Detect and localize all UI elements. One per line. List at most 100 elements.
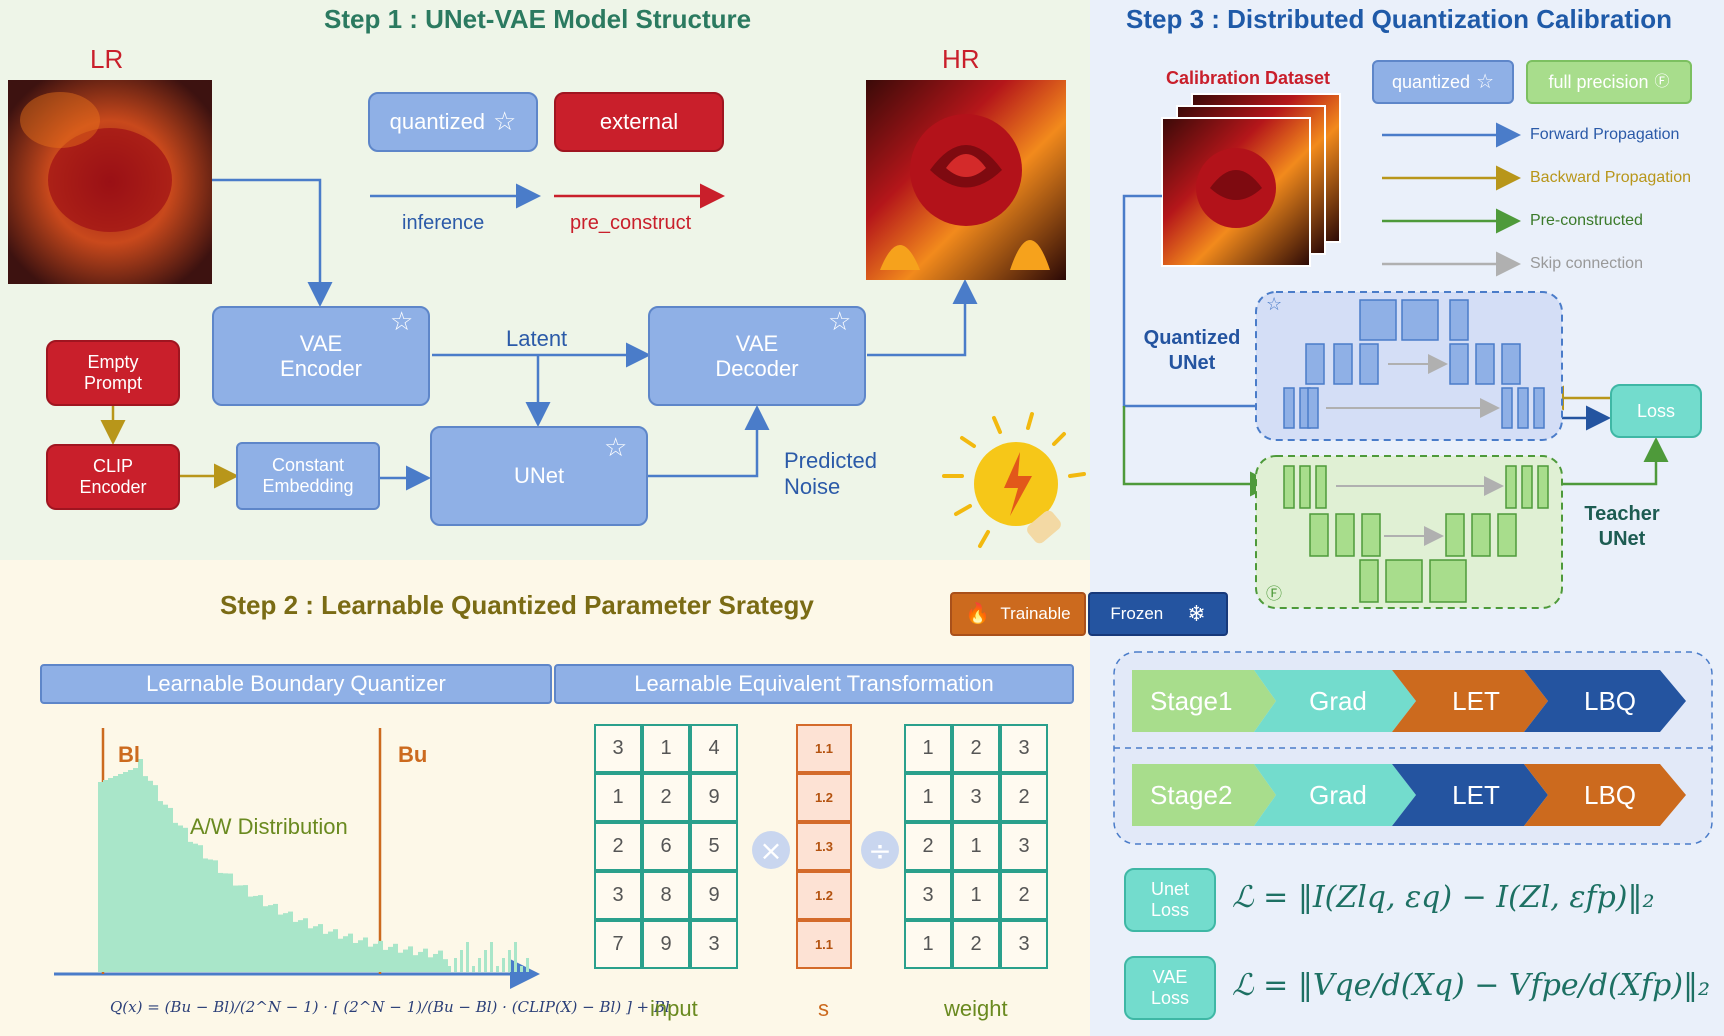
weight-matrix-cell: 1: [904, 920, 952, 969]
predicted-noise-label: Predicted Noise: [784, 448, 877, 500]
histogram-bar: [113, 776, 118, 972]
histogram-bar: [343, 936, 348, 972]
unet-loss-formula: ℒ = ‖I(Zlq, εq) − I(Zl, εfp)‖₂: [1232, 880, 1655, 915]
histogram-bar: [273, 903, 278, 972]
input-matrix-cell: 9: [690, 871, 738, 920]
quantizer-formula: Q(x) = (Bu − Bl)/(2^N − 1) · [ (2^N − 1)…: [110, 998, 670, 1016]
histogram-bar: [413, 955, 418, 972]
histogram-bar: [178, 825, 183, 972]
histogram-bar: [118, 774, 123, 972]
stage1-grad: Grad: [1309, 685, 1367, 716]
scale-vector-cell: 1.1: [796, 920, 852, 969]
histogram-bar: [368, 946, 373, 972]
histogram-bar: [308, 928, 313, 972]
latent-label: Latent: [506, 326, 568, 351]
histogram-bar: [248, 896, 253, 972]
vae-decoder-box: VAE Decoder: [648, 306, 866, 406]
scale-vector-cell: 1.2: [796, 773, 852, 822]
star-icon: ☆: [604, 432, 628, 462]
star-icon: ☆: [828, 306, 852, 336]
histogram-bar: [373, 943, 378, 972]
legend-skip: Skip connection: [1530, 255, 1643, 272]
input-matrix-cell: 4: [690, 724, 738, 773]
histogram-bar: [348, 933, 353, 972]
histogram-bar: [268, 905, 273, 972]
lbq-header: Learnable Boundary Quantizer: [40, 664, 552, 704]
lr-label: LR: [90, 44, 124, 74]
star-icon: ☆: [1266, 294, 1283, 314]
histogram-bar: [158, 801, 163, 972]
svg-text:×: ×: [759, 834, 782, 867]
histogram-bar: [438, 950, 443, 972]
snowflake-icon: ❄: [1187, 601, 1206, 627]
legend-full-precision-label: full precision: [1548, 71, 1649, 92]
step2-title: Step 2 : Learnable Quantized Parameter S…: [220, 590, 814, 620]
histogram-bar: [393, 943, 398, 972]
weight-matrix-cell: 3: [1000, 920, 1048, 969]
histogram-bar: [163, 804, 168, 972]
histogram-bar: [443, 959, 448, 972]
distribution-label: A/W Distribution: [190, 814, 348, 839]
histogram-bar: [353, 942, 358, 972]
legend-backward: Backward Propagation: [1530, 169, 1691, 186]
histogram-bar: [496, 966, 499, 972]
input-matrix-cell: 1: [642, 724, 690, 773]
histogram-bar: [128, 770, 133, 972]
svg-text:÷: ÷: [868, 834, 891, 867]
unet-box: UNet: [430, 426, 648, 526]
histogram-bar: [502, 958, 505, 972]
stage1-lbq: LBQ: [1583, 685, 1637, 716]
flame-icon: 🔥: [965, 602, 991, 625]
histogram-bar: [526, 958, 529, 972]
vae-loss-box: VAE Loss: [1124, 956, 1216, 1020]
histogram-bar: [288, 911, 293, 972]
input-label: input: [650, 996, 698, 1021]
s-label: s: [818, 996, 829, 1021]
constant-embedding-box: Constant Embedding: [236, 442, 380, 510]
stage2-grad: Grad: [1309, 779, 1367, 810]
weight-matrix-cell: 2: [952, 724, 1000, 773]
input-matrix-cell: 2: [594, 822, 642, 871]
vae-loss-formula: ℒ = ‖Vqe/d(Xq) − Vfpe/d(Xfp)‖₂: [1232, 968, 1711, 1003]
histogram-bar: [428, 957, 433, 972]
let-header: Learnable Equivalent Transformation: [554, 664, 1074, 704]
histogram-bar: [108, 778, 113, 972]
histogram-bar: [358, 940, 363, 972]
constant-embedding-label: Constant Embedding: [262, 455, 354, 496]
histogram-bar: [460, 950, 463, 972]
histogram-bar: [218, 872, 223, 972]
histogram-bar: [223, 873, 228, 972]
vae-encoder-box: VAE Encoder: [212, 306, 430, 406]
histogram-bar: [484, 950, 487, 972]
histogram-bar: [454, 958, 457, 972]
empty-prompt-label: Empty Prompt: [83, 352, 143, 393]
loss-box: Loss: [1610, 384, 1702, 438]
histogram-bar: [143, 776, 148, 972]
stage1-label: Stage1: [1150, 685, 1233, 716]
histogram-bar: [423, 948, 428, 972]
weight-matrix-cell: 3: [1000, 822, 1048, 871]
calibration-dataset-label: Calibration Dataset: [1166, 68, 1331, 88]
histogram-bar: [198, 845, 203, 972]
legend-quantized: quantized ☆: [368, 92, 538, 152]
upper-bound-label: Bu: [398, 742, 428, 767]
scale-vector-cell: 1.3: [796, 822, 852, 871]
legend-preconstructed: Pre-constructed: [1530, 212, 1643, 229]
histogram-bar: [333, 929, 338, 972]
input-matrix-cell: 1: [594, 773, 642, 822]
histogram-bar: [514, 942, 517, 972]
weight-matrix-cell: 1: [952, 822, 1000, 871]
histogram-bar: [148, 780, 153, 972]
histogram-bar: [153, 785, 158, 972]
legend-frozen-label: Frozen: [1110, 604, 1164, 624]
histogram-bar: [388, 946, 393, 972]
histogram-bar: [398, 952, 403, 972]
legend-forward: Forward Propagation: [1530, 126, 1680, 143]
legend-pre-construct: pre_construct: [570, 212, 692, 234]
input-matrix-cell: 2: [642, 773, 690, 822]
histogram-bar: [466, 942, 469, 972]
input-matrix-cell: 3: [594, 724, 642, 773]
